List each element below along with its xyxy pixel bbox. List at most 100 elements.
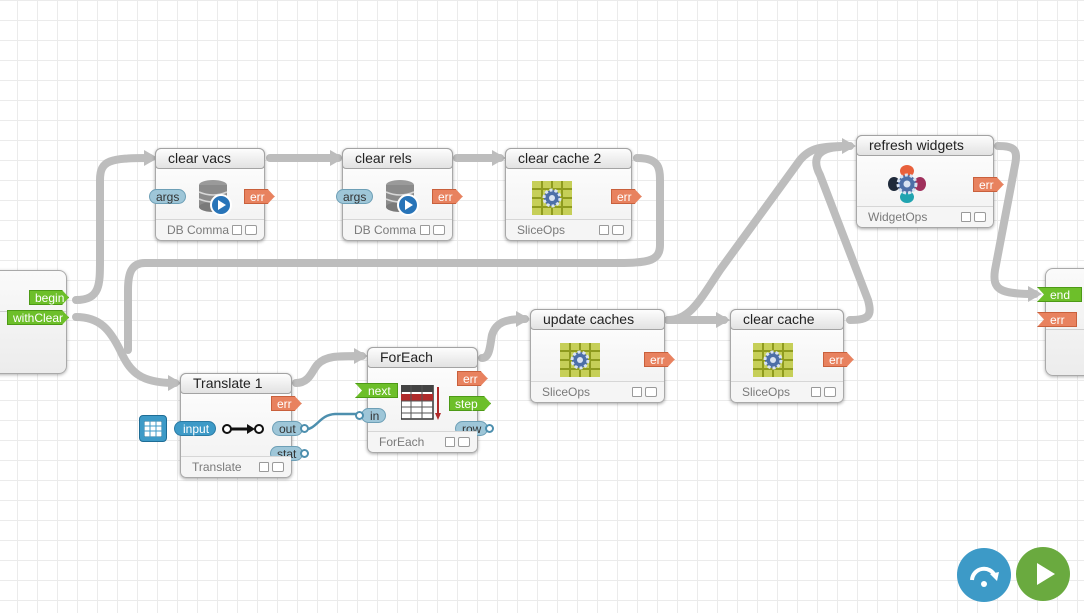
node-footer: SliceOps — [531, 381, 664, 402]
node-footer: DB Comma — [343, 219, 452, 240]
flag-icon[interactable] — [961, 212, 971, 222]
node-footer: SliceOps — [506, 219, 631, 240]
node-clear-cache[interactable]: clear cache err SliceOps — [730, 309, 844, 403]
node-title: clear cache — [730, 309, 844, 330]
node-type: Translate — [192, 460, 242, 474]
begin-port[interactable]: begin — [29, 290, 69, 305]
stat-port[interactable]: stat — [270, 446, 310, 461]
footer-icons[interactable] — [961, 212, 987, 223]
comment-icon[interactable] — [645, 387, 657, 397]
err-port[interactable]: err — [244, 189, 275, 204]
node-footer: Translate — [181, 456, 291, 477]
footer-icons[interactable] — [445, 437, 471, 448]
node-clear-vacs[interactable]: clear vacs args err DB Comma — [149, 148, 265, 241]
footer-icons[interactable] — [420, 225, 446, 236]
wire-clear-refresh — [812, 143, 874, 324]
translate-arrow-icon — [222, 424, 264, 434]
args-port[interactable]: args — [149, 189, 187, 204]
table-source-icon[interactable] — [139, 415, 167, 442]
flag-icon[interactable] — [259, 462, 269, 472]
comment-icon[interactable] — [245, 225, 257, 235]
node-type: DB Comma — [167, 223, 230, 237]
end-port[interactable]: end — [1037, 287, 1082, 302]
in-port[interactable]: in — [355, 408, 387, 423]
step-over-button[interactable] — [957, 548, 1011, 602]
node-title: update caches — [530, 309, 665, 330]
node-title: refresh widgets — [856, 135, 994, 156]
widget-gear-icon — [888, 165, 926, 203]
step-port[interactable]: step — [449, 396, 491, 411]
wire-begin-clear-vacs — [72, 154, 154, 304]
node-title: clear rels — [342, 148, 453, 169]
comment-icon[interactable] — [612, 225, 624, 235]
node-clear-cache-2[interactable]: clear cache 2 err SliceOps — [505, 148, 632, 241]
node-type: SliceOps — [742, 385, 791, 399]
end-err-port[interactable]: err — [1037, 312, 1077, 327]
node-footer: SliceOps — [731, 381, 843, 402]
table-loop-icon — [401, 385, 441, 420]
database-run-icon — [198, 180, 232, 216]
node-footer: WidgetOps — [857, 206, 993, 227]
footer-icons[interactable] — [811, 387, 837, 398]
node-type: ForEach — [379, 435, 425, 449]
err-port[interactable]: err — [432, 189, 463, 204]
node-clear-rels[interactable]: clear rels args err DB Comma — [336, 148, 453, 241]
next-port[interactable]: next — [355, 383, 398, 398]
node-type: DB Comma — [354, 223, 417, 237]
flag-icon[interactable] — [599, 225, 609, 235]
node-title: ForEach — [367, 347, 478, 368]
args-port[interactable]: args — [336, 189, 374, 204]
node-refresh-widgets[interactable]: refresh widgets err WidgetOps — [856, 135, 994, 228]
comment-icon[interactable] — [974, 212, 986, 222]
footer-icons[interactable] — [232, 225, 258, 236]
wire-translate-foreach — [292, 352, 366, 387]
start-node[interactable]: begin withClear — [0, 270, 67, 374]
out-port[interactable]: out — [272, 421, 309, 436]
err-port[interactable]: err — [457, 371, 488, 386]
node-title: clear vacs — [155, 148, 265, 169]
err-port[interactable]: err — [611, 189, 642, 204]
flag-icon[interactable] — [445, 437, 455, 447]
node-title: clear cache 2 — [505, 148, 632, 169]
wire-cache2-translate — [124, 154, 665, 354]
node-type: WidgetOps — [868, 210, 928, 224]
wire-foreach-update — [478, 315, 529, 362]
withclear-port[interactable]: withClear — [7, 310, 69, 325]
node-footer: ForEach — [368, 431, 477, 452]
comment-icon[interactable] — [458, 437, 470, 447]
node-title: Translate 1 — [180, 373, 292, 394]
node-type: SliceOps — [542, 385, 591, 399]
err-port[interactable]: err — [823, 352, 854, 367]
play-icon — [1037, 563, 1055, 585]
node-type: SliceOps — [517, 223, 566, 237]
end-node[interactable]: end err — [1037, 268, 1084, 376]
wire-withclear-translate — [72, 313, 179, 387]
flag-icon[interactable] — [420, 225, 430, 235]
node-footer: DB Comma — [156, 219, 264, 240]
slice-gear-icon — [532, 181, 572, 215]
node-translate-1[interactable]: Translate 1 err input out stat Translate — [174, 373, 310, 478]
err-port[interactable]: err — [973, 177, 1004, 192]
flag-icon[interactable] — [632, 387, 642, 397]
node-foreach[interactable]: ForEach err next in step row ForEach — [355, 347, 495, 453]
err-port[interactable]: err — [271, 396, 302, 411]
wire-out-in — [301, 412, 362, 432]
run-button[interactable] — [1016, 547, 1070, 601]
input-port[interactable]: input — [174, 421, 217, 436]
comment-icon[interactable] — [433, 225, 445, 235]
err-port[interactable]: err — [644, 352, 675, 367]
wire-refresh-end — [990, 142, 1039, 298]
footer-icons[interactable] — [599, 225, 625, 236]
comment-icon[interactable] — [272, 462, 284, 472]
database-run-icon — [385, 180, 419, 216]
flag-icon[interactable] — [232, 225, 242, 235]
slice-gear-icon — [753, 343, 793, 377]
node-update-caches[interactable]: update caches err SliceOps — [530, 309, 665, 403]
comment-icon[interactable] — [824, 387, 836, 397]
footer-icons[interactable] — [259, 462, 285, 473]
flag-icon[interactable] — [811, 387, 821, 397]
slice-gear-icon — [560, 343, 600, 377]
footer-icons[interactable] — [632, 387, 658, 398]
